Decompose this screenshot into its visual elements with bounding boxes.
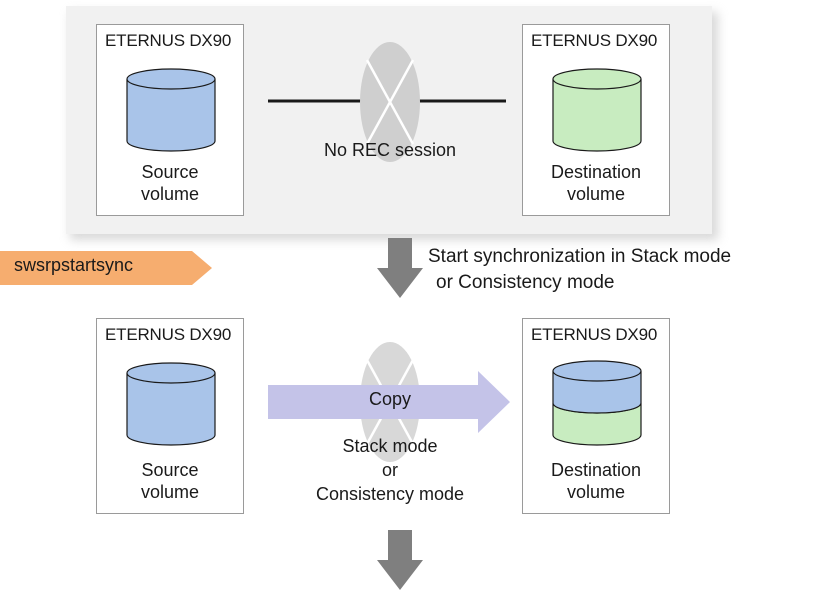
- label-line: volume: [566, 184, 626, 204]
- label-line: Source: [141, 460, 199, 480]
- flow-arrow-down: [377, 238, 423, 298]
- storage-title: ETERNUS DX90: [531, 325, 658, 344]
- volume-label: Destination volume: [523, 459, 669, 503]
- mode-line: Consistency mode: [315, 484, 465, 504]
- mode-label: Stack mode or Consistency mode: [290, 434, 490, 506]
- volume-label: Destination volume: [523, 161, 669, 205]
- destination-volume-icon: [552, 68, 642, 152]
- note-line: Start synchronization in Stack mode: [428, 246, 732, 267]
- label-line: Destination: [550, 162, 642, 182]
- copy-label: Copy: [368, 389, 412, 409]
- source-storage-box: ETERNUS DX90 Source volume: [96, 24, 244, 216]
- storage-title: ETERNUS DX90: [105, 325, 232, 344]
- session-status-label: No REC session: [323, 140, 457, 160]
- volume-label: Source volume: [97, 161, 243, 205]
- label-line: Destination: [550, 460, 642, 480]
- label-line: Source: [141, 162, 199, 182]
- storage-title: ETERNUS DX90: [105, 31, 232, 50]
- command-tag: [0, 251, 212, 285]
- copy-arrow: [268, 371, 510, 433]
- source-storage-box: ETERNUS DX90 Source volume: [96, 318, 244, 514]
- mode-line: Stack mode: [342, 436, 438, 456]
- mode-line: or: [381, 460, 398, 480]
- source-volume-icon: [126, 68, 216, 152]
- label-line: volume: [566, 482, 626, 502]
- label-line: volume: [140, 184, 200, 204]
- no-session-icon: [360, 42, 420, 162]
- volume-label: Source volume: [97, 459, 243, 503]
- source-volume-icon: [126, 362, 216, 446]
- label-line: volume: [140, 482, 200, 502]
- storage-title: ETERNUS DX90: [531, 31, 658, 50]
- transition-note: Start synchronization in Stack mode or C…: [428, 244, 731, 296]
- note-line: or Consistency mode: [436, 272, 615, 293]
- command-label: swsrpstartsync: [14, 255, 134, 275]
- flow-arrow-down: [377, 530, 423, 590]
- destination-storage-box: ETERNUS DX90 Destination volume: [522, 318, 670, 514]
- destination-volume-icon: [552, 360, 642, 446]
- destination-storage-box: ETERNUS DX90 Destination volume: [522, 24, 670, 216]
